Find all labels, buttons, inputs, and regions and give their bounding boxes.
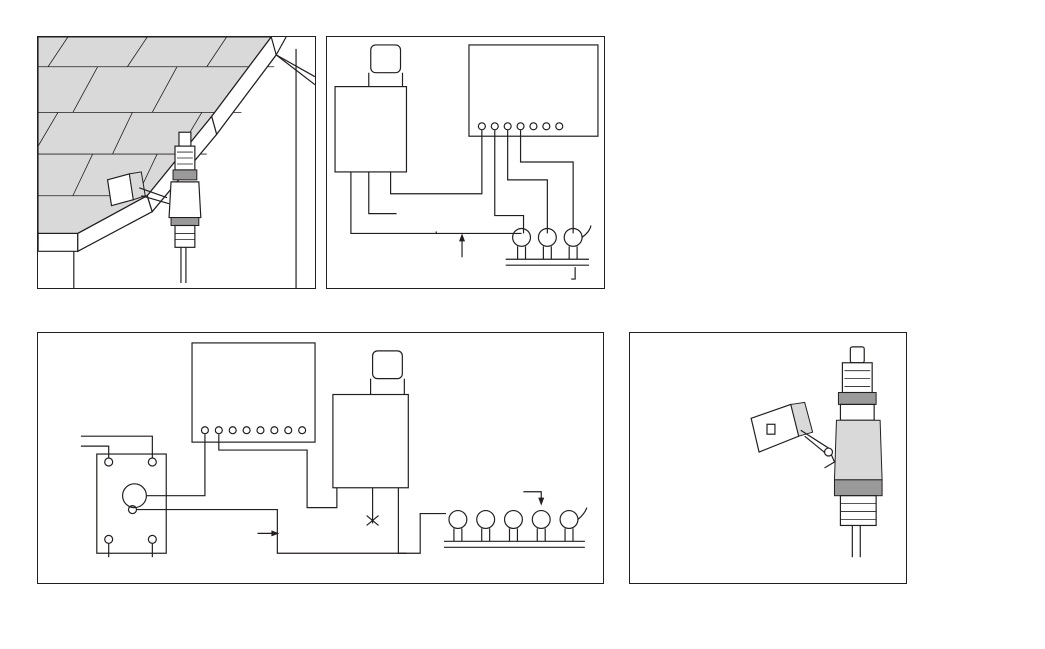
pump-start-relay-wiring-diagram: [37, 332, 604, 584]
roof-mount-illustration: [37, 36, 316, 289]
controller-wiring-diagram: [326, 36, 605, 289]
sensor-bracket-closeup: [629, 332, 907, 584]
